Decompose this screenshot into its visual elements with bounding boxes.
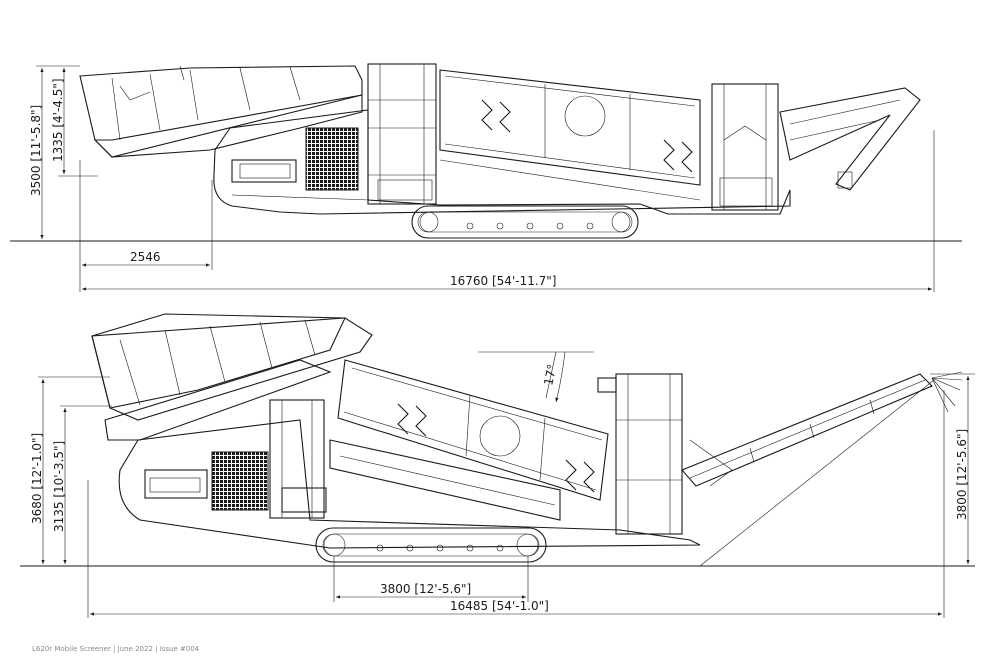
hopper-feeder (79, 65, 363, 158)
engine-grille (305, 127, 359, 191)
chassis-engine-working (118, 399, 701, 549)
working-dimensions: 3680 [12'-1.0"] 3135 [10'-3.5"] 3800 [12… (30, 373, 975, 618)
transport-dimensions: 3500 [11'-5.8"] 1335 [4'-4.5"] 2546 1676… (29, 65, 935, 292)
dim-hopper-height-working: 3135 [10'-3.5"] (52, 441, 66, 532)
dim-total-height: 3500 [11'-5.8"] (29, 105, 43, 196)
dim-conveyor-height: 3800 [12'-5.6"] (955, 429, 969, 520)
dim-overall-length-working: 16485 [54'-1.0"] (450, 599, 549, 613)
footer-caption: L620r Mobile Screener | June 2022 | Issu… (32, 645, 200, 653)
hopper-raised (91, 313, 373, 441)
rear-frame-working (597, 373, 683, 535)
tracks (411, 205, 639, 239)
angle-annotation: 17° (478, 351, 594, 403)
dim-track-length: 3800 [12'-5.6"] (380, 582, 471, 596)
chassis-engine (213, 109, 791, 215)
screen-box (439, 69, 701, 201)
rear-frame (711, 83, 779, 211)
dim-hopper-height: 1335 [4'-4.5"] (51, 78, 65, 162)
dim-overhang-length: 2546 (130, 250, 161, 264)
transfer-frame (367, 63, 437, 205)
dim-screen-angle: 17° (541, 363, 559, 387)
engine-grille-working (211, 451, 269, 511)
working-view: 17° (20, 313, 975, 618)
dim-total-height-working: 3680 [12'-1.0"] (30, 433, 44, 524)
stockpile-conveyor (681, 371, 963, 567)
screen-box-working (329, 359, 609, 521)
dim-overall-length: 16760 [54'-11.7"] (450, 274, 557, 288)
transport-view: 3500 [11'-5.8"] 1335 [4'-4.5"] 2546 1676… (10, 63, 962, 292)
tracks-working (315, 527, 547, 563)
side-conveyor (779, 87, 921, 191)
